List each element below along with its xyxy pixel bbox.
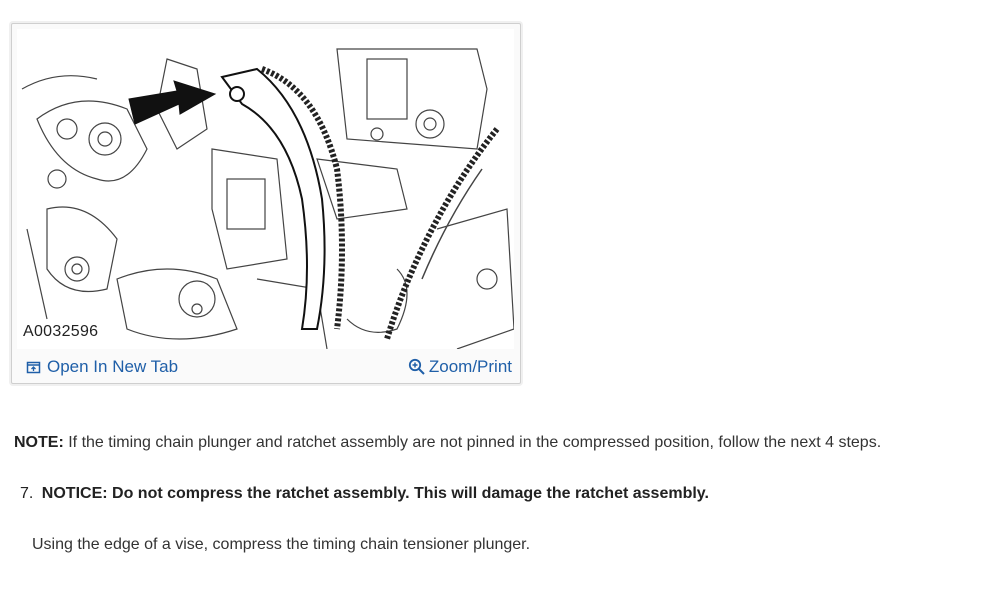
zoom-print-label: Zoom/Print	[428, 357, 512, 376]
step-notice: NOTICE: Do not compress the ratchet asse…	[41, 485, 709, 502]
open-in-new-tab-link[interactable]: Open In New Tab	[26, 357, 178, 377]
step-number: 7.	[20, 485, 34, 502]
zoom-print-link[interactable]: Zoom/Print	[408, 357, 512, 377]
magnifier-plus-icon	[408, 358, 426, 376]
note-label: NOTE:	[14, 434, 64, 451]
note-text: If the timing chain plunger and ratchet …	[68, 434, 882, 451]
figure-toolbar: Open In New Tab Zoom/Print	[12, 351, 520, 383]
open-in-new-tab-icon	[26, 360, 41, 375]
note-paragraph: NOTE: If the timing chain plunger and ra…	[14, 434, 881, 452]
open-in-new-tab-label: Open In New Tab	[47, 357, 179, 376]
figure-card: A0032596 Open In New Tab	[11, 23, 521, 384]
figure-id-label: A0032596	[23, 323, 99, 340]
timing-chain-illustration	[21, 48, 514, 349]
step-instruction: Using the edge of a vise, compress the t…	[32, 536, 531, 553]
step-7: 7. NOTICE: Do not compress the ratchet a…	[20, 485, 709, 503]
engine-timing-chain-diagram[interactable]: A0032596	[17, 29, 514, 349]
